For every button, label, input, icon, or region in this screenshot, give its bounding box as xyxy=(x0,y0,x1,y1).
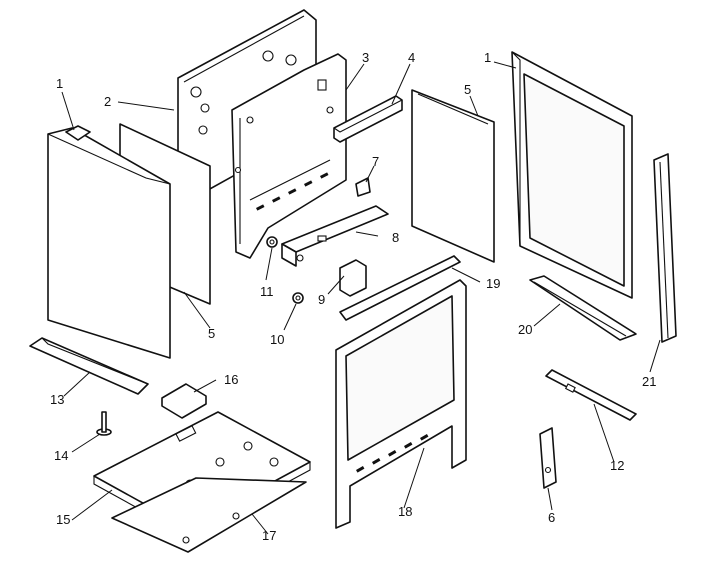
part-14-leveling-leg xyxy=(96,411,112,436)
part-1-right-side-panel xyxy=(511,51,633,299)
callout-9: 9 xyxy=(318,292,325,307)
part-18-front-frame xyxy=(335,279,467,529)
callout-13: 13 xyxy=(50,392,64,407)
callout-11: 11 xyxy=(260,284,274,299)
callout-7: 7 xyxy=(372,154,379,169)
part-11-nut xyxy=(266,236,278,248)
callout-labels: 1 2 3 4 5 1 7 8 11 9 10 5 19 20 21 13 16… xyxy=(50,50,656,543)
part-1-left-side-panel xyxy=(47,123,211,359)
part-17-bottom-plate xyxy=(111,477,307,553)
callout-10: 10 xyxy=(270,332,284,347)
part-20-bottom-bracket xyxy=(529,275,637,341)
part-5-right-side-panel xyxy=(411,89,495,263)
callout-19: 19 xyxy=(486,276,500,291)
callout-20: 20 xyxy=(518,322,532,337)
callout-4: 4 xyxy=(408,50,415,65)
callout-2: 2 xyxy=(104,94,111,109)
callout-1-left: 1 xyxy=(56,76,63,91)
callout-1-right: 1 xyxy=(484,50,491,65)
callout-5-lower: 5 xyxy=(208,326,215,341)
callout-3: 3 xyxy=(362,50,369,65)
callout-6: 6 xyxy=(548,510,555,525)
part-19-bar xyxy=(339,255,461,321)
callout-18: 18 xyxy=(398,504,412,519)
part-21-trim-strip xyxy=(653,153,677,343)
callout-15: 15 xyxy=(56,512,70,527)
callout-21: 21 xyxy=(642,374,656,389)
part-8-bracket xyxy=(281,205,389,267)
callout-16: 16 xyxy=(224,372,238,387)
part-10-nut xyxy=(292,292,304,304)
callout-5-upper: 5 xyxy=(464,82,471,97)
callout-14: 14 xyxy=(54,448,68,463)
callout-8: 8 xyxy=(392,230,399,245)
callout-12: 12 xyxy=(610,458,624,473)
part-9-angle-bracket xyxy=(339,259,367,297)
part-6-latch xyxy=(539,427,557,489)
leader-lines xyxy=(61,61,661,535)
callout-17: 17 xyxy=(262,528,276,543)
part-3-inner-rear-frame xyxy=(231,53,347,259)
part-7-clip xyxy=(355,177,371,197)
part-16-small-bracket xyxy=(161,383,207,419)
part-13-base-bracket xyxy=(29,337,149,395)
part-12-rail xyxy=(545,369,637,421)
